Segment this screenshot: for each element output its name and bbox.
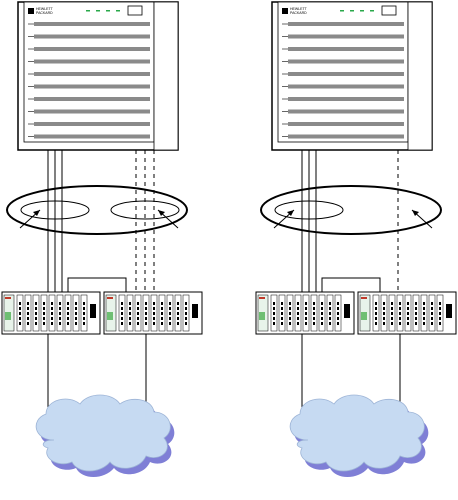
brand-logo-left: HEWLETT PACKARD [28, 7, 54, 15]
display-panel-left [128, 6, 142, 15]
chassis-slot [34, 47, 150, 51]
cables-left [48, 150, 154, 292]
chassis-slot [288, 85, 404, 89]
chassis-slot [34, 97, 150, 101]
chassis-slot [288, 22, 404, 26]
chassis-slot [34, 110, 150, 114]
chassis-slot [288, 110, 404, 114]
chassis-slot [34, 22, 150, 26]
chassis-slot [288, 72, 404, 76]
chassis-slot [288, 35, 404, 39]
switch-right-1 [256, 292, 354, 334]
chassis-slot [34, 72, 150, 76]
switch-left-1 [2, 292, 100, 334]
chassis-slot [288, 47, 404, 51]
chassis-right: HEWLETT PACKARD [272, 2, 432, 150]
switch-left-2 [104, 292, 202, 334]
brand-logo-right: HEWLETT PACKARD [282, 7, 308, 15]
chassis-slot [288, 122, 404, 126]
cables-right [302, 150, 398, 292]
chassis-slot [34, 85, 150, 89]
chassis-slot [288, 135, 404, 139]
left-panel: HEWLETT PACKARD [2, 2, 202, 477]
cloud-right [290, 395, 428, 477]
chassis-left: HEWLETT PACKARD [18, 2, 178, 150]
chassis-slot [34, 135, 150, 139]
chassis-slot [288, 60, 404, 64]
right-panel: HEWLETT PACKARD [256, 2, 456, 477]
cloud-left [36, 395, 174, 477]
svg-text:PACKARD: PACKARD [290, 11, 307, 15]
switch-right-2 [358, 292, 456, 334]
chassis-slot [288, 97, 404, 101]
svg-text:PACKARD: PACKARD [36, 11, 53, 15]
display-panel-right [382, 6, 396, 15]
chassis-slot [34, 35, 150, 39]
chassis-slot [34, 122, 150, 126]
ring-left [7, 186, 187, 234]
chassis-slot [34, 60, 150, 64]
ring-right [261, 186, 441, 234]
